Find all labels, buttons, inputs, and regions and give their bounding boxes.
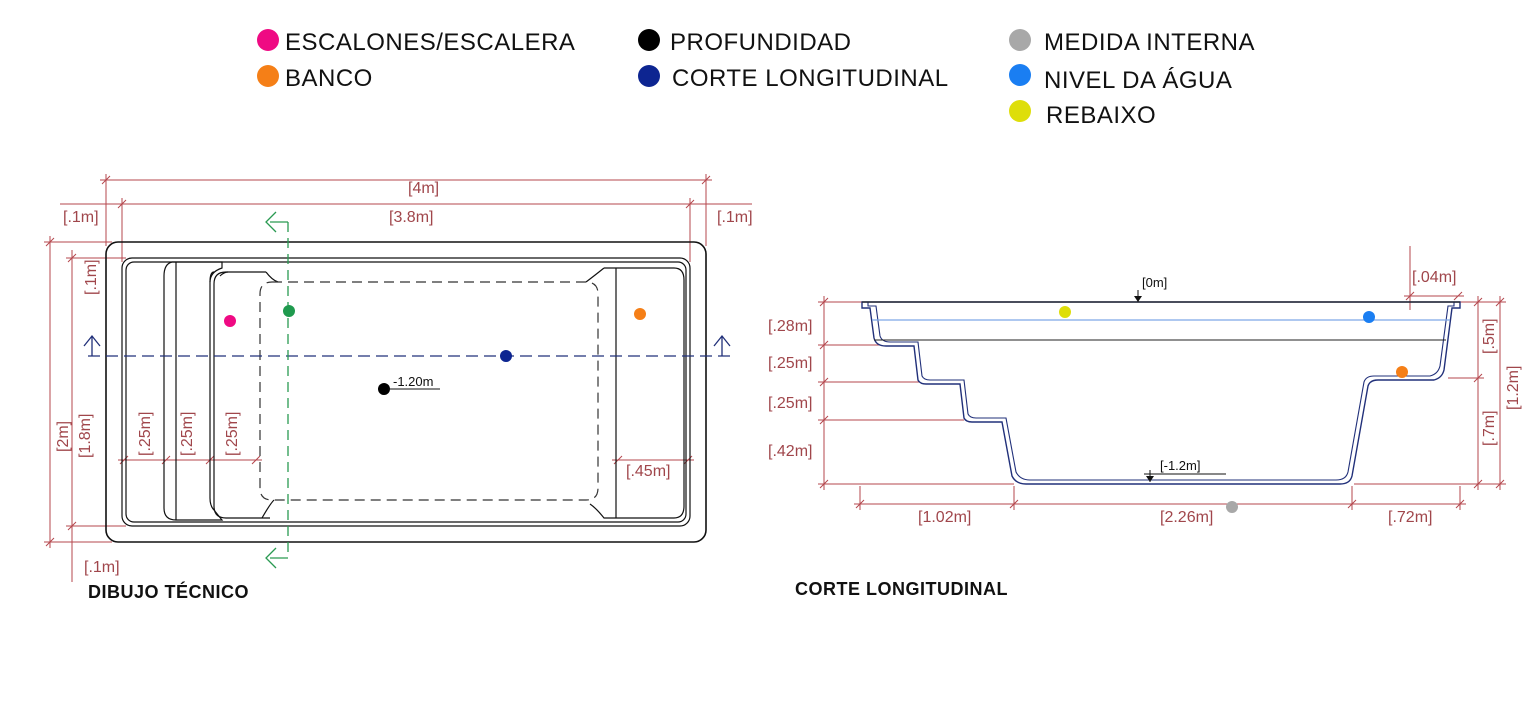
legend-item-medida: MEDIDA INTERNA: [1009, 29, 1255, 56]
section-nivel-marker: [1363, 311, 1375, 323]
dim-step-3: [.25m]: [224, 412, 241, 456]
legend-label-escalones: ESCALONES/ESCALERA: [285, 29, 575, 56]
corte-color-dot: [638, 65, 660, 87]
plan-step-dimensions: [118, 455, 694, 465]
section-view: [0m] [-1.2m] [.04m] [.28m] [.25m] [.25m]…: [768, 246, 1522, 599]
legend-item-corte: CORTE LONGITUDINAL: [638, 65, 949, 92]
dim-riser-1: [.28m]: [768, 318, 812, 335]
section-banco-marker: [1396, 366, 1408, 378]
section-right-dimensions: [1354, 246, 1506, 490]
plan-depth-label: -1.20m: [393, 374, 433, 389]
dim-bench: [.45m]: [626, 463, 670, 480]
legend-label-nivel: NIVEL DA ÁGUA: [1044, 67, 1232, 94]
legend-label-banco: BANCO: [285, 65, 373, 92]
legend-item-escalones: ESCALONES/ESCALERA: [257, 29, 575, 56]
legend-label-profundidad: PROFUNDIDAD: [670, 29, 852, 56]
legend-label-medida: MEDIDA INTERNA: [1044, 29, 1255, 56]
legend-item-profundidad: PROFUNDIDAD: [638, 29, 852, 56]
section-caption: CORTE LONGITUDINAL: [795, 579, 1008, 599]
dim-right-border: [.1m]: [717, 209, 753, 226]
banco-color-dot: [257, 65, 279, 87]
dim-riser-3: [.25m]: [768, 395, 812, 412]
dim-inner-length: [3.8m]: [389, 209, 433, 226]
dim-riser-4: [.42m]: [768, 443, 812, 460]
section-bottom-level: [-1.2m]: [1160, 458, 1200, 473]
section-top-level: [0m]: [1142, 275, 1167, 290]
dim-riser-2: [.25m]: [768, 355, 812, 372]
plan-depth-marker: [378, 383, 390, 395]
dim-top-border: [.1m]: [83, 259, 100, 295]
plan-caption: DIBUJO TÉCNICO: [88, 581, 249, 602]
dim-stairs-length: [1.02m]: [918, 509, 971, 526]
legend-label-corte: CORTE LONGITUDINAL: [672, 65, 949, 92]
section-medida-marker: [1226, 501, 1238, 513]
dim-step-1: [.25m]: [137, 412, 154, 456]
dim-floor-length: [2.26m]: [1160, 509, 1213, 526]
dim-total-length: [4m]: [408, 180, 439, 197]
section-rebaixo-marker: [1059, 306, 1071, 318]
dim-bench-height: [.5m]: [1481, 318, 1498, 354]
medida-color-dot: [1009, 29, 1031, 51]
plan-cut-marker: [283, 305, 295, 317]
dim-total-width: [2m]: [55, 421, 72, 452]
plan-view: -1.20m [4m] [3.8m] [.1m] [.1m] [.1m] [.1…: [44, 174, 753, 602]
plan-banco-marker: [634, 308, 646, 320]
dim-end-length: [.72m]: [1388, 509, 1432, 526]
dim-bottom-border: [.1m]: [84, 559, 120, 576]
dim-lower-height: [.7m]: [1481, 410, 1498, 446]
plan-section-marker: [500, 350, 512, 362]
legend-item-rebaixo: REBAIXO: [1009, 100, 1156, 129]
dim-step-2: [.25m]: [179, 412, 196, 456]
dim-rim: [.04m]: [1412, 269, 1456, 286]
legend-label-rebaixo: REBAIXO: [1046, 102, 1156, 129]
dim-left-border: [.1m]: [63, 209, 99, 226]
plan-left-dimensions: [44, 236, 126, 582]
nivel-color-dot: [1009, 64, 1031, 86]
section-left-dimensions: [818, 296, 1014, 490]
escalones-color-dot: [257, 29, 279, 51]
plan-top-dimensions: [60, 174, 752, 262]
plan-escalones-marker: [224, 315, 236, 327]
profundidad-color-dot: [638, 29, 660, 51]
legend-item-banco: BANCO: [257, 65, 373, 92]
rebaixo-color-dot: [1009, 100, 1031, 122]
dim-total-height: [1.2m]: [1505, 366, 1522, 410]
legend-item-nivel: NIVEL DA ÁGUA: [1009, 64, 1232, 94]
legend: ESCALONES/ESCALERA BANCO PROFUNDIDAD COR…: [257, 29, 1255, 129]
section-bottom-dimensions: [854, 486, 1466, 510]
dim-inner-width: [1.8m]: [77, 414, 94, 458]
